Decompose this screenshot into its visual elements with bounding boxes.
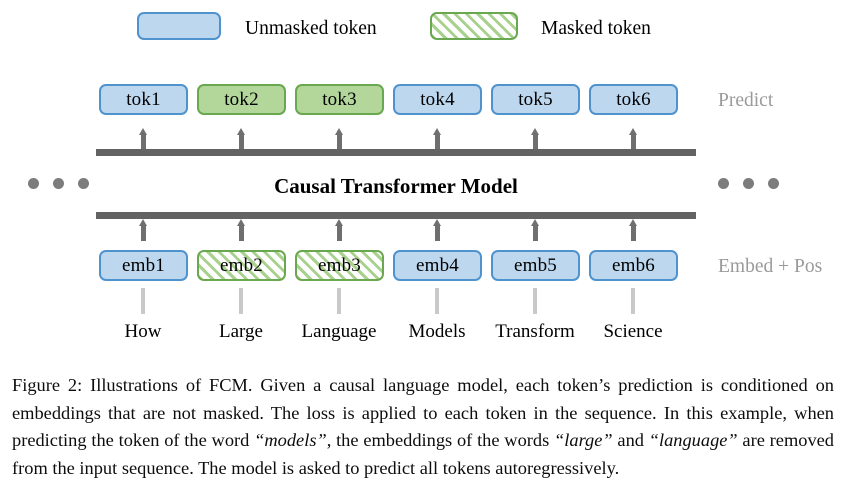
ellipsis-dot [28, 178, 39, 189]
embedding-box-emb1: emb1 [99, 250, 188, 281]
figure-caption-part3: and [612, 430, 649, 450]
input-word-large: Large [219, 321, 263, 342]
right-ellipsis-dots [718, 178, 779, 189]
masked-token-legend-label: Masked token [541, 18, 651, 39]
masked-token-swatch [430, 12, 518, 40]
input-word-how: How [124, 321, 162, 342]
embedding-box-emb3: emb3 [295, 250, 384, 281]
figure-caption-number: Figure 2: [12, 375, 83, 395]
figure-caption-part4: are removed from the input sequence. The… [12, 430, 834, 478]
figure-caption-italic-models: “models” [254, 430, 327, 450]
ellipsis-dot [743, 178, 754, 189]
figure-caption-italic-large: “large” [554, 430, 613, 450]
output-arrow-6 [629, 128, 638, 150]
input-arrow-3 [335, 219, 344, 241]
input-word-models: Models [408, 321, 466, 342]
figure-caption-part2: , the embeddings of the words [326, 430, 555, 450]
input-arrow-6 [629, 219, 638, 241]
token-box-tok4: tok4 [393, 84, 482, 115]
input-arrow-2 [237, 219, 246, 241]
embedding-box-emb6: emb6 [589, 250, 678, 281]
output-arrow-2 [237, 128, 246, 150]
token-box-tok3: tok3 [295, 84, 384, 115]
ellipsis-dot [78, 178, 89, 189]
embedding-box-emb5: emb5 [491, 250, 580, 281]
word-connector-6 [631, 288, 635, 314]
word-connector-5 [533, 288, 537, 314]
embedding-box-emb4: emb4 [393, 250, 482, 281]
left-ellipsis-dots [28, 178, 89, 189]
figure-caption: Figure 2: Illustrations of FCM. Given a … [12, 372, 834, 482]
input-arrow-1 [139, 219, 148, 241]
word-connector-1 [141, 288, 145, 314]
model-output-bar [96, 149, 696, 156]
output-arrow-3 [335, 128, 344, 150]
figure-caption-part1: Illustrations of FCM. Given a causal lan… [12, 375, 834, 450]
output-arrow-1 [139, 128, 148, 150]
input-word-language: Language [301, 321, 377, 342]
word-connector-2 [239, 288, 243, 314]
output-arrow-5 [531, 128, 540, 150]
input-word-transform: Transform [495, 321, 575, 342]
ellipsis-dot [768, 178, 779, 189]
input-arrow-5 [531, 219, 540, 241]
token-box-tok1: tok1 [99, 84, 188, 115]
input-word-science: Science [603, 321, 663, 342]
token-box-tok2: tok2 [197, 84, 286, 115]
input-arrow-4 [433, 219, 442, 241]
word-connector-4 [435, 288, 439, 314]
ellipsis-dot [718, 178, 729, 189]
ellipsis-dot [53, 178, 64, 189]
predict-annotation: Predict [718, 90, 774, 111]
unmasked-token-swatch [137, 12, 221, 40]
output-arrow-4 [433, 128, 442, 150]
embed-pos-annotation: Embed + Pos [718, 256, 823, 277]
model-input-bar [96, 212, 696, 219]
embedding-box-emb2: emb2 [197, 250, 286, 281]
word-connector-3 [337, 288, 341, 314]
token-box-tok5: tok5 [491, 84, 580, 115]
figure-caption-italic-language: “language” [648, 430, 738, 450]
unmasked-token-legend-label: Unmasked token [245, 18, 377, 39]
model-title: Causal Transformer Model [274, 174, 518, 198]
token-box-tok6: tok6 [589, 84, 678, 115]
